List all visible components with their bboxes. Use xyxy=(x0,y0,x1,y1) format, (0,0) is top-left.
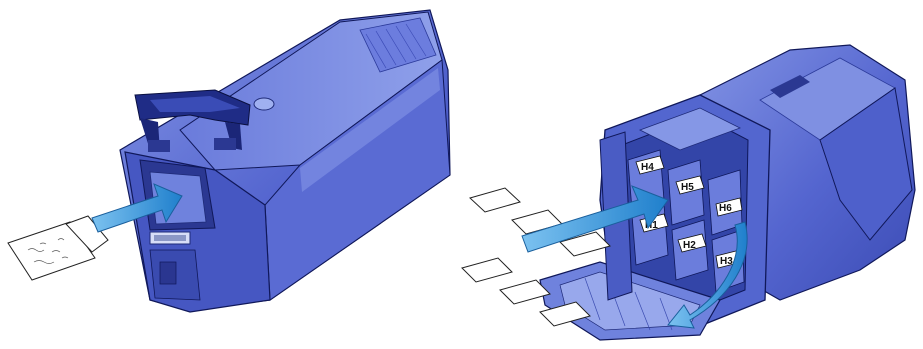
left-printer xyxy=(120,10,450,312)
svg-text:H6: H6 xyxy=(719,203,732,214)
svg-text:H4: H4 xyxy=(641,162,654,173)
right-printer xyxy=(540,45,915,340)
blank-card xyxy=(470,188,520,212)
svg-text:H2: H2 xyxy=(683,240,696,251)
cleaning-card xyxy=(8,216,108,280)
svg-text:H5: H5 xyxy=(681,182,694,193)
svg-text:H3: H3 xyxy=(720,256,733,267)
blank-card xyxy=(462,258,512,282)
